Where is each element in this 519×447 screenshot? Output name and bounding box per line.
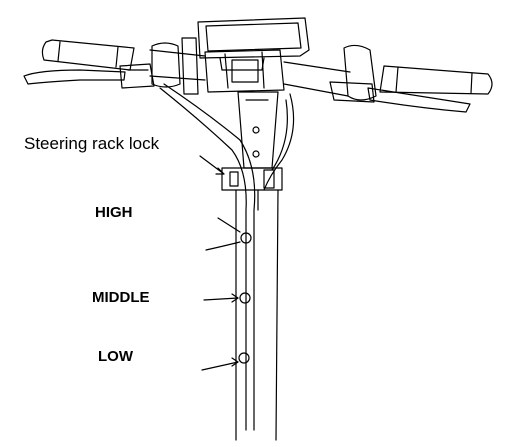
stem-tube	[235, 189, 279, 441]
hole-low	[201, 352, 250, 371]
right-grip	[379, 65, 493, 95]
cables	[159, 83, 295, 431]
steering-lock-label: Steering rack lock	[24, 134, 160, 153]
stem-bracket	[237, 91, 279, 169]
high-label: HIGH	[95, 204, 133, 221]
left-brake-lever	[23, 63, 155, 89]
display-unit	[197, 17, 310, 71]
hole-middle	[203, 292, 251, 304]
steering-lock	[199, 155, 283, 191]
middle-label: MIDDLE	[92, 289, 150, 306]
right-bar-tube	[283, 61, 351, 97]
left-grip	[41, 39, 135, 71]
low-label: LOW	[98, 348, 133, 365]
stem-clamp	[204, 49, 285, 93]
right-throttle	[329, 44, 471, 113]
hole-high	[205, 217, 252, 251]
left-bar-tube	[149, 37, 206, 95]
